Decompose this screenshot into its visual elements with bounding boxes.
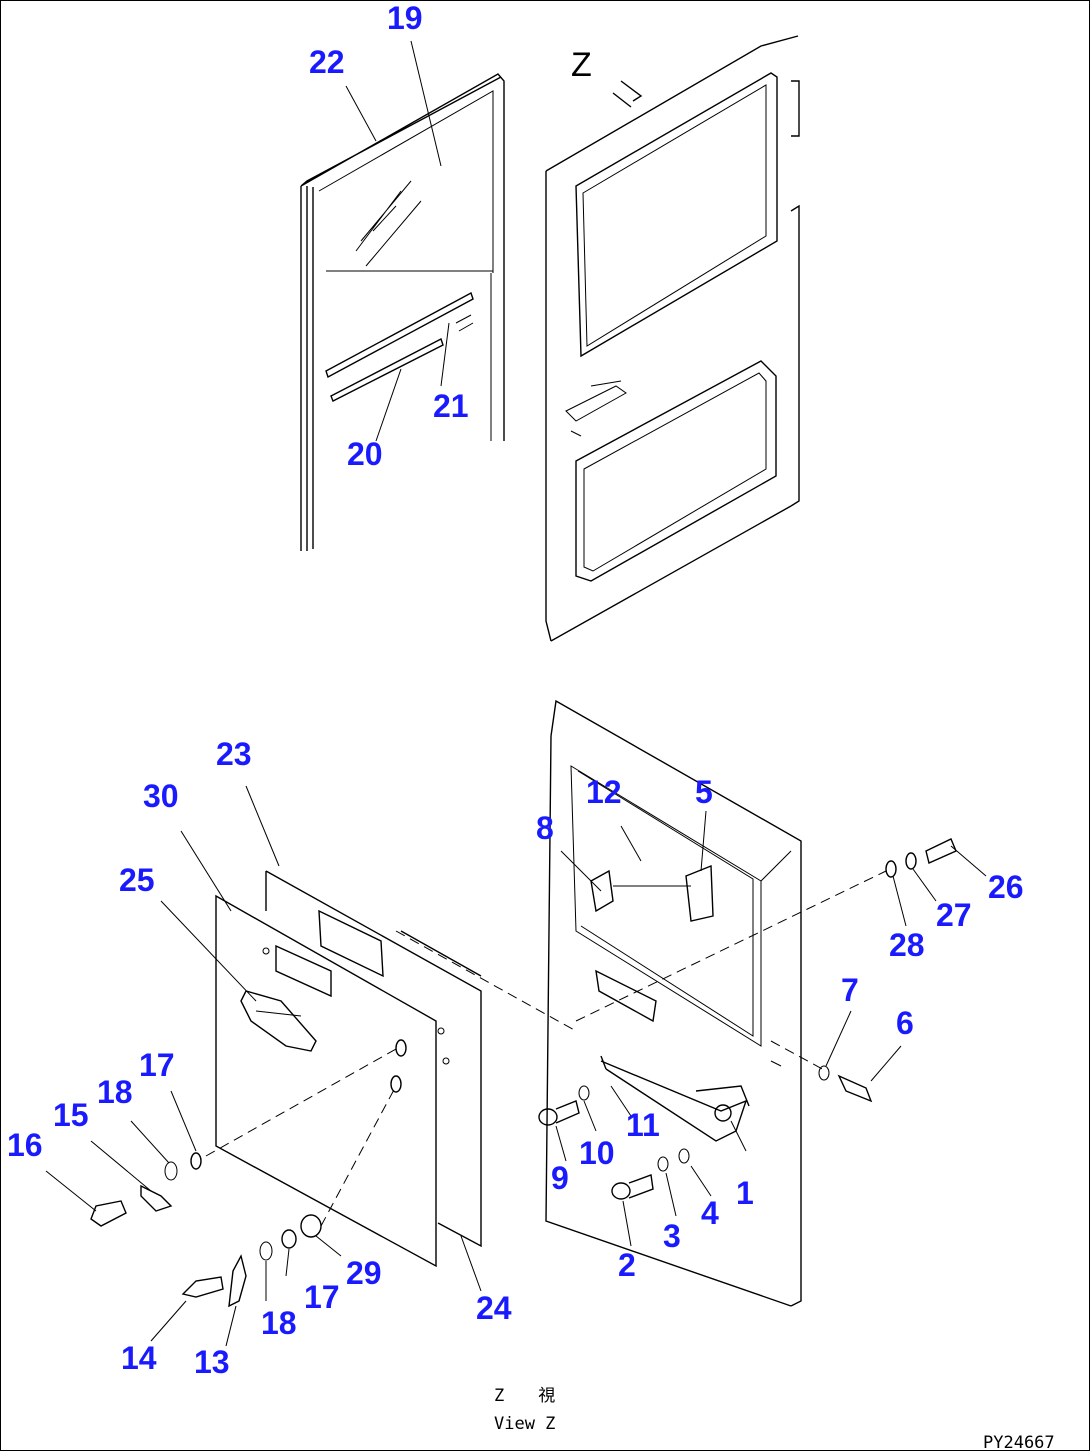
callout-9: 9 [551,1160,569,1196]
callout-14: 14 [121,1340,157,1376]
left-fasteners [90,1152,322,1308]
callout-18-upper: 18 [97,1074,133,1110]
callout-25: 25 [119,862,155,898]
callout-16: 16 [7,1127,43,1163]
callout-labels: 19 22 21 20 23 30 25 12 5 8 26 27 28 7 6… [7,1,1024,1380]
callout-26: 26 [988,869,1024,905]
callout-28: 28 [889,927,925,963]
callout-4: 4 [701,1195,719,1231]
callout-7: 7 [841,972,859,1008]
callout-27: 27 [936,897,972,933]
callout-6: 6 [896,1005,914,1041]
drawing-code: PY24667 [983,1433,1055,1451]
callout-21: 21 [433,388,469,424]
door-shell-lower [545,699,802,1307]
callout-17-upper: 17 [139,1047,175,1083]
callout-3: 3 [663,1218,681,1254]
callout-18-lower: 18 [261,1305,297,1341]
callout-2: 2 [618,1247,636,1283]
callout-5: 5 [695,774,713,810]
callout-13: 13 [194,1344,230,1380]
leader-lines [45,40,987,1347]
callout-24: 24 [476,1290,512,1326]
door-shell-upper [545,35,800,642]
callout-30: 30 [143,778,179,814]
callout-1: 1 [736,1175,754,1211]
callout-10: 10 [579,1135,615,1171]
callout-19: 19 [387,1,423,36]
callout-8: 8 [536,810,554,846]
callout-22: 22 [309,44,345,80]
view-z-label: Z [571,46,592,84]
callout-17-lower: 17 [304,1279,340,1315]
callout-11: 11 [626,1107,660,1143]
callout-20: 20 [347,436,383,472]
right-fasteners [575,838,957,1103]
callout-12: 12 [586,774,622,810]
caption-line-1: Z 視 [494,1386,555,1406]
caption-line-2: View Z [494,1414,555,1434]
glass-frame-assembly [300,73,505,551]
callout-29: 29 [346,1255,382,1291]
hinge-assembly [538,1055,750,1200]
callout-23: 23 [216,736,252,772]
callout-15: 15 [53,1097,89,1133]
trim-panel [205,870,577,1268]
